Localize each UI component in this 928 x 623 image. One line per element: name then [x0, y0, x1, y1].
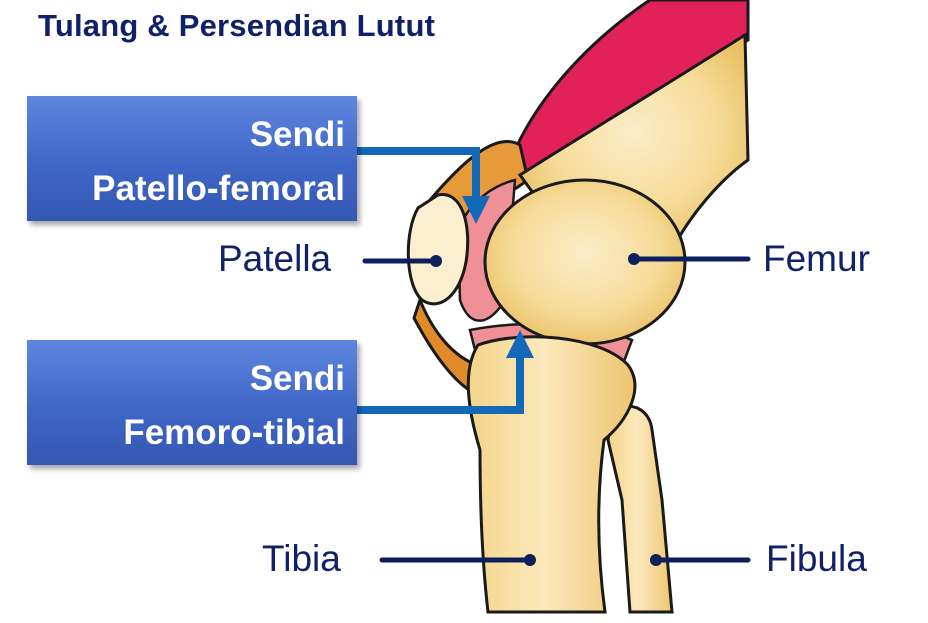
patella-bone	[406, 193, 470, 306]
femur-label: Femur	[763, 238, 870, 279]
femorotibial-line1: Sendi	[249, 359, 345, 398]
fibula-bone	[606, 404, 674, 614]
patellofemoral-arrowhead	[462, 196, 490, 224]
tibia-bone	[466, 335, 637, 614]
femur-dot	[628, 253, 640, 265]
femur-condyle	[483, 178, 687, 346]
tibia-dot	[524, 554, 536, 566]
fibula-label: Fibula	[766, 538, 867, 579]
tibia-label: Tibia	[262, 538, 341, 579]
femorotibial-arrowhead	[506, 330, 534, 358]
fibula-dot	[650, 554, 662, 566]
patellofemoral-line1: Sendi	[249, 115, 345, 154]
patella-dot	[430, 255, 442, 267]
femorotibial-arrow-line	[357, 358, 524, 414]
patella-label: Patella	[218, 238, 332, 279]
patellofemoral-line2: Patello-femoral	[92, 169, 345, 208]
femorotibial-joint-box: Sendi Femoro-tibial	[27, 340, 357, 465]
patellofemoral-arrow-line	[357, 147, 480, 196]
patellofemoral-joint-box: Sendi Patello-femoral	[27, 96, 357, 221]
femorotibial-line2: Femoro-tibial	[123, 413, 345, 452]
diagram-title: Tulang & Persendian Lutut	[38, 8, 436, 43]
